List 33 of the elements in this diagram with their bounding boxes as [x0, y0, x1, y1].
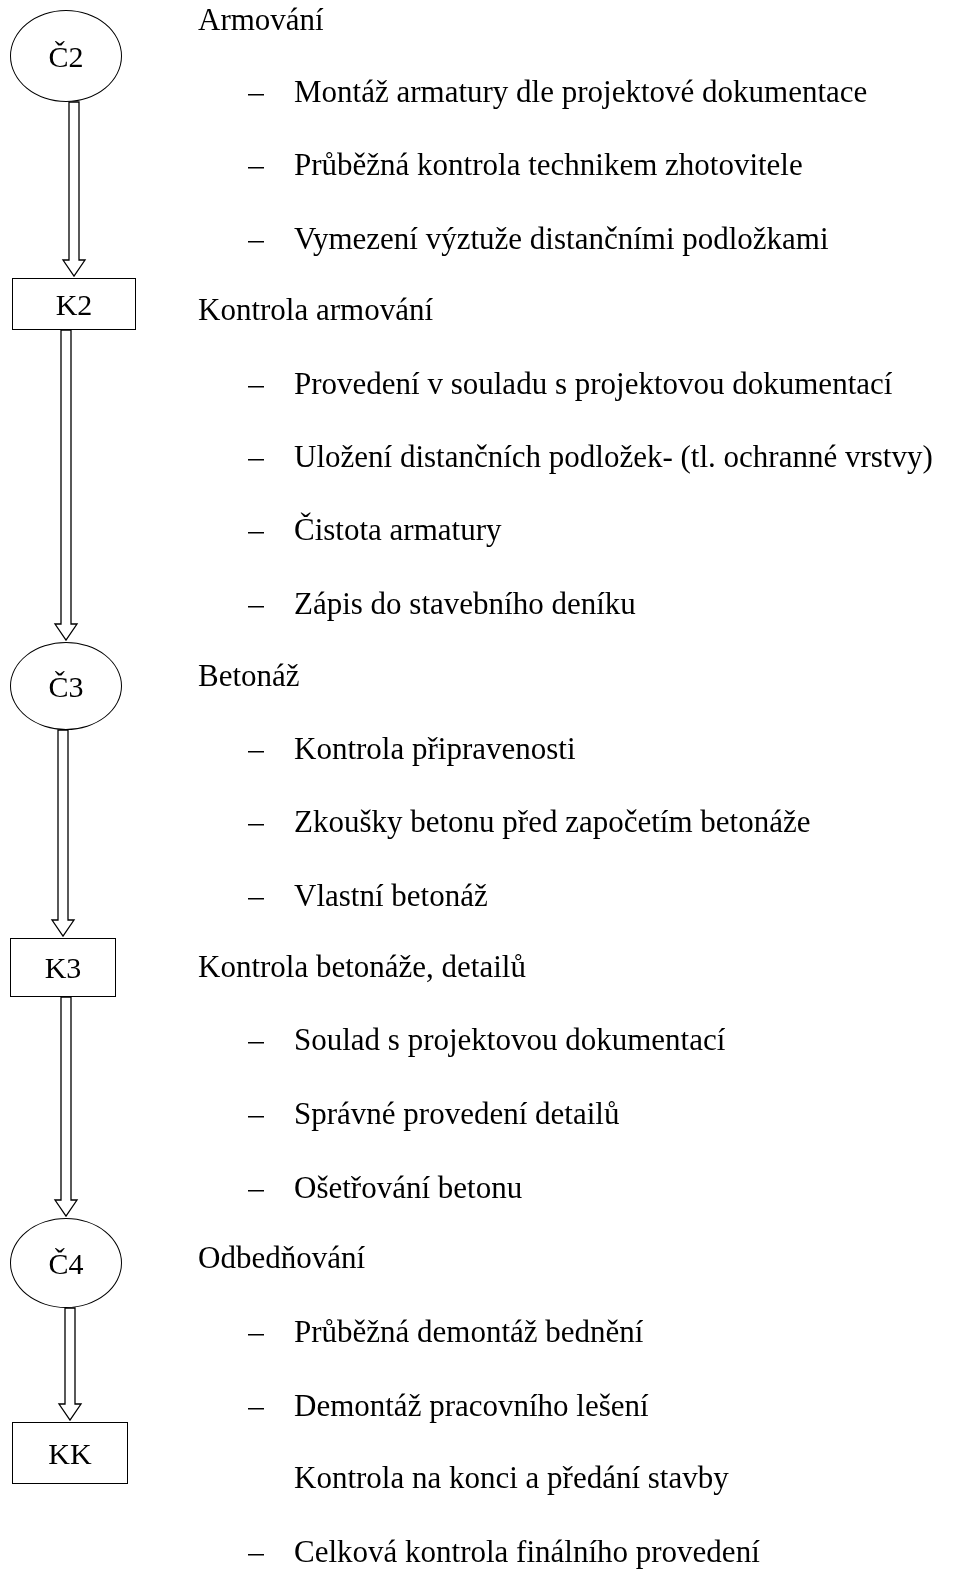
block-arrow [57, 1307, 83, 1422]
section-heading: Kontrola armování [198, 292, 433, 328]
bullet-item: Správné provedení detailů [294, 1096, 620, 1132]
bullet-item: Zápis do stavebního deníku [294, 586, 636, 622]
bullet-item: Demontáž pracovního lešení [294, 1388, 649, 1424]
check-box: KK [12, 1422, 128, 1484]
bullet-item: Vlastní betonáž [294, 878, 488, 914]
bullet-item: Soulad s projektovou dokumentací [294, 1022, 726, 1058]
check-box: K2 [12, 278, 136, 330]
bullet-item: Zkoušky betonu před započetím betonáže [294, 804, 811, 840]
section-heading: Odbedňování [198, 1240, 366, 1276]
bullet-item: Ošetřování betonu [294, 1170, 523, 1206]
section-heading: Kontrola na konci a předání stavby [294, 1460, 729, 1496]
block-arrow [53, 996, 79, 1218]
bullet-item: Montáž armatury dle projektové dokumentace [294, 74, 868, 110]
bullet-item: Provedení v souladu s projektovou dokumentací [294, 366, 893, 402]
bullet-item: Průběžná kontrola technikem zhotovitele [294, 147, 803, 183]
bullet-item: Čistota armatury [294, 512, 502, 548]
bullet-item: Uložení distančních podložek- (tl. ochranné vrstvy) [294, 439, 933, 475]
check-box: K3 [10, 938, 116, 997]
block-arrow [53, 329, 79, 642]
bullet-item: Kontrola připravenosti [294, 731, 576, 767]
block-arrow [61, 101, 87, 278]
step-ellipse: Č3 [10, 642, 122, 730]
step-ellipse: Č4 [10, 1218, 122, 1308]
step-ellipse: Č2 [10, 10, 122, 102]
block-arrow [50, 729, 76, 938]
bullet-item: Vymezení výztuže distančními podložkami [294, 221, 829, 257]
section-heading: Betonáž [198, 658, 300, 694]
bullet-item: Průběžná demontáž bednění [294, 1314, 644, 1350]
section-heading: Kontrola betonáže, detailů [198, 949, 526, 985]
bullet-item: Celková kontrola finálního provedení [294, 1534, 760, 1569]
section-heading: Armování [198, 2, 324, 38]
